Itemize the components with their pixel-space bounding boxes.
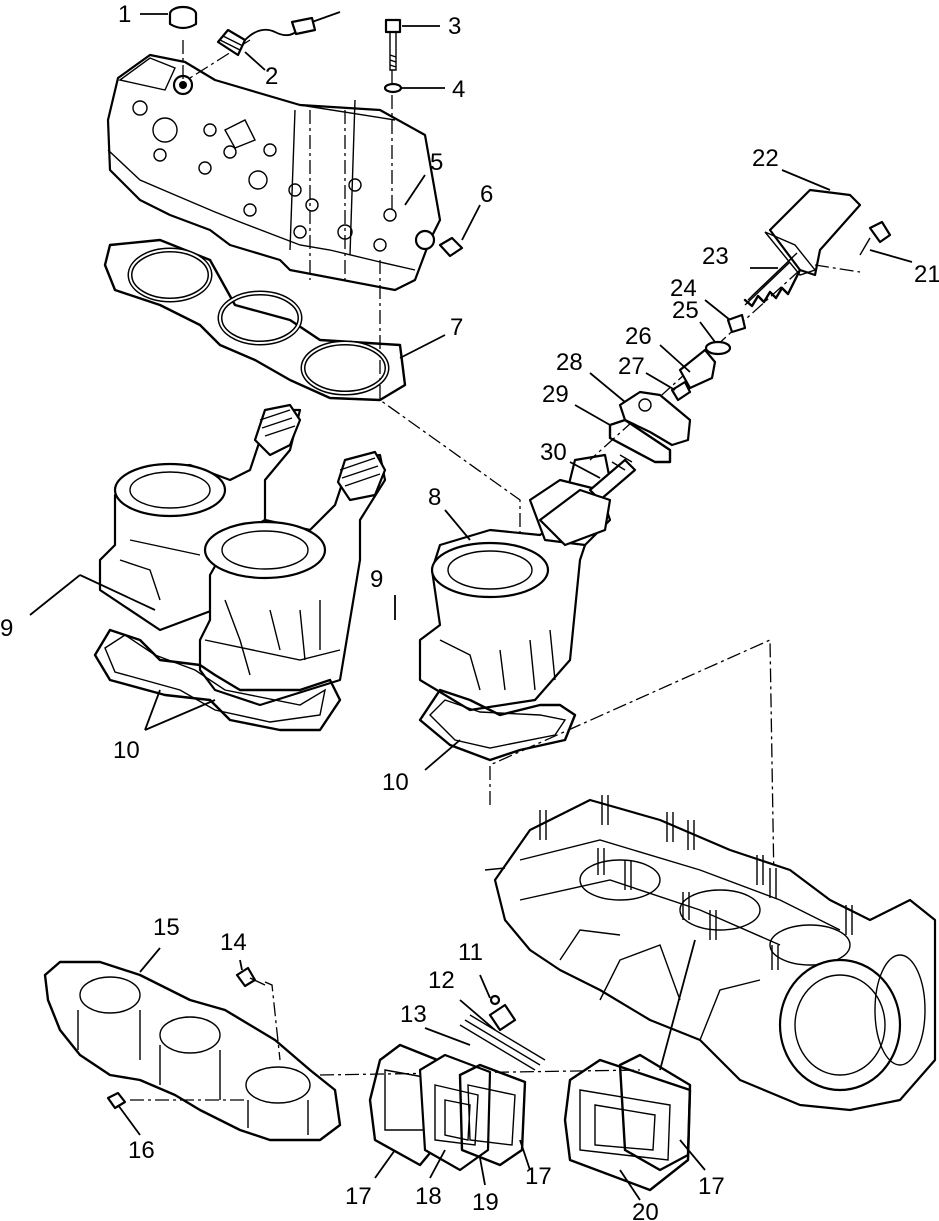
callout-12: 12 [428,967,455,994]
callout-4: 4 [452,76,465,103]
guide-line [589,264,861,461]
valve-gasket [608,418,672,464]
valve-housing [618,390,692,447]
callout-7: 7 [450,314,463,341]
callout-20: 20 [632,1199,659,1221]
cylinder-head [106,53,442,292]
callout-15: 15 [153,914,180,941]
valve-cover [764,188,862,277]
callout-19: 19 [472,1189,499,1216]
reed-valve-20 [563,1058,692,1192]
exhaust-valve [538,454,637,547]
screw-11 [489,994,501,1006]
cap-plug [168,5,198,30]
callout-28: 28 [556,349,583,376]
spring-retainer [726,313,747,334]
washer-25 [704,340,732,356]
callout-17-left: 17 [345,1183,372,1210]
callout-13: 13 [400,1001,427,1028]
guide-line [182,39,521,570]
base-gasket-left [93,628,342,732]
screw-14 [235,966,266,988]
cylinder-pair-left [98,403,387,707]
callout-9-left: 9 [0,615,13,642]
reed-stop-12 [488,1003,517,1032]
callout-8: 8 [428,484,441,511]
callout-22: 22 [752,145,779,172]
nut [438,236,464,258]
reed-block-18 [418,1053,492,1172]
intake-manifold-gasket [43,960,342,1142]
callout-2: 2 [265,63,278,90]
callout-25: 25 [672,297,699,324]
callout-6: 6 [480,181,493,208]
callout-9-right: 9 [370,566,383,593]
screw-16 [106,1091,127,1110]
callout-17-mid: 17 [525,1163,552,1190]
callout-21: 21 [914,261,939,288]
callout-5: 5 [430,149,443,176]
callout-17-right: 17 [698,1173,725,1200]
guide-line [309,110,346,285]
callout-29: 29 [542,381,569,408]
reed-gasket-17c [618,1053,692,1172]
head-bolt [384,18,402,71]
callout-27: 27 [618,353,645,380]
callout-30: 30 [540,439,567,466]
base-gasket-right [418,688,577,762]
callout-26: 26 [625,323,652,350]
washer [383,82,403,94]
valve-bolt [859,220,892,256]
temperature-sensor [216,11,341,57]
callout-16: 16 [128,1137,155,1164]
callout-23: 23 [702,243,729,270]
head-gasket [103,238,407,402]
crankcase [484,798,937,1112]
reed-petals-13 [459,1014,546,1071]
reed-gasket-19 [458,1063,527,1167]
callout-11: 11 [458,939,483,966]
leader-lines [29,13,913,1201]
callout-10-left: 10 [113,737,140,764]
callout-3: 3 [448,13,461,40]
callout-10-right: 10 [382,769,409,796]
guide-line [489,639,776,946]
crankcase-studs [539,795,853,970]
valve-bellows [678,348,717,390]
callout-18: 18 [415,1183,442,1210]
callout-14: 14 [220,929,247,956]
callout-24: 24 [670,275,697,302]
callout-1: 1 [118,1,131,28]
guide-bushing [670,380,692,402]
valve-spring [743,252,802,308]
